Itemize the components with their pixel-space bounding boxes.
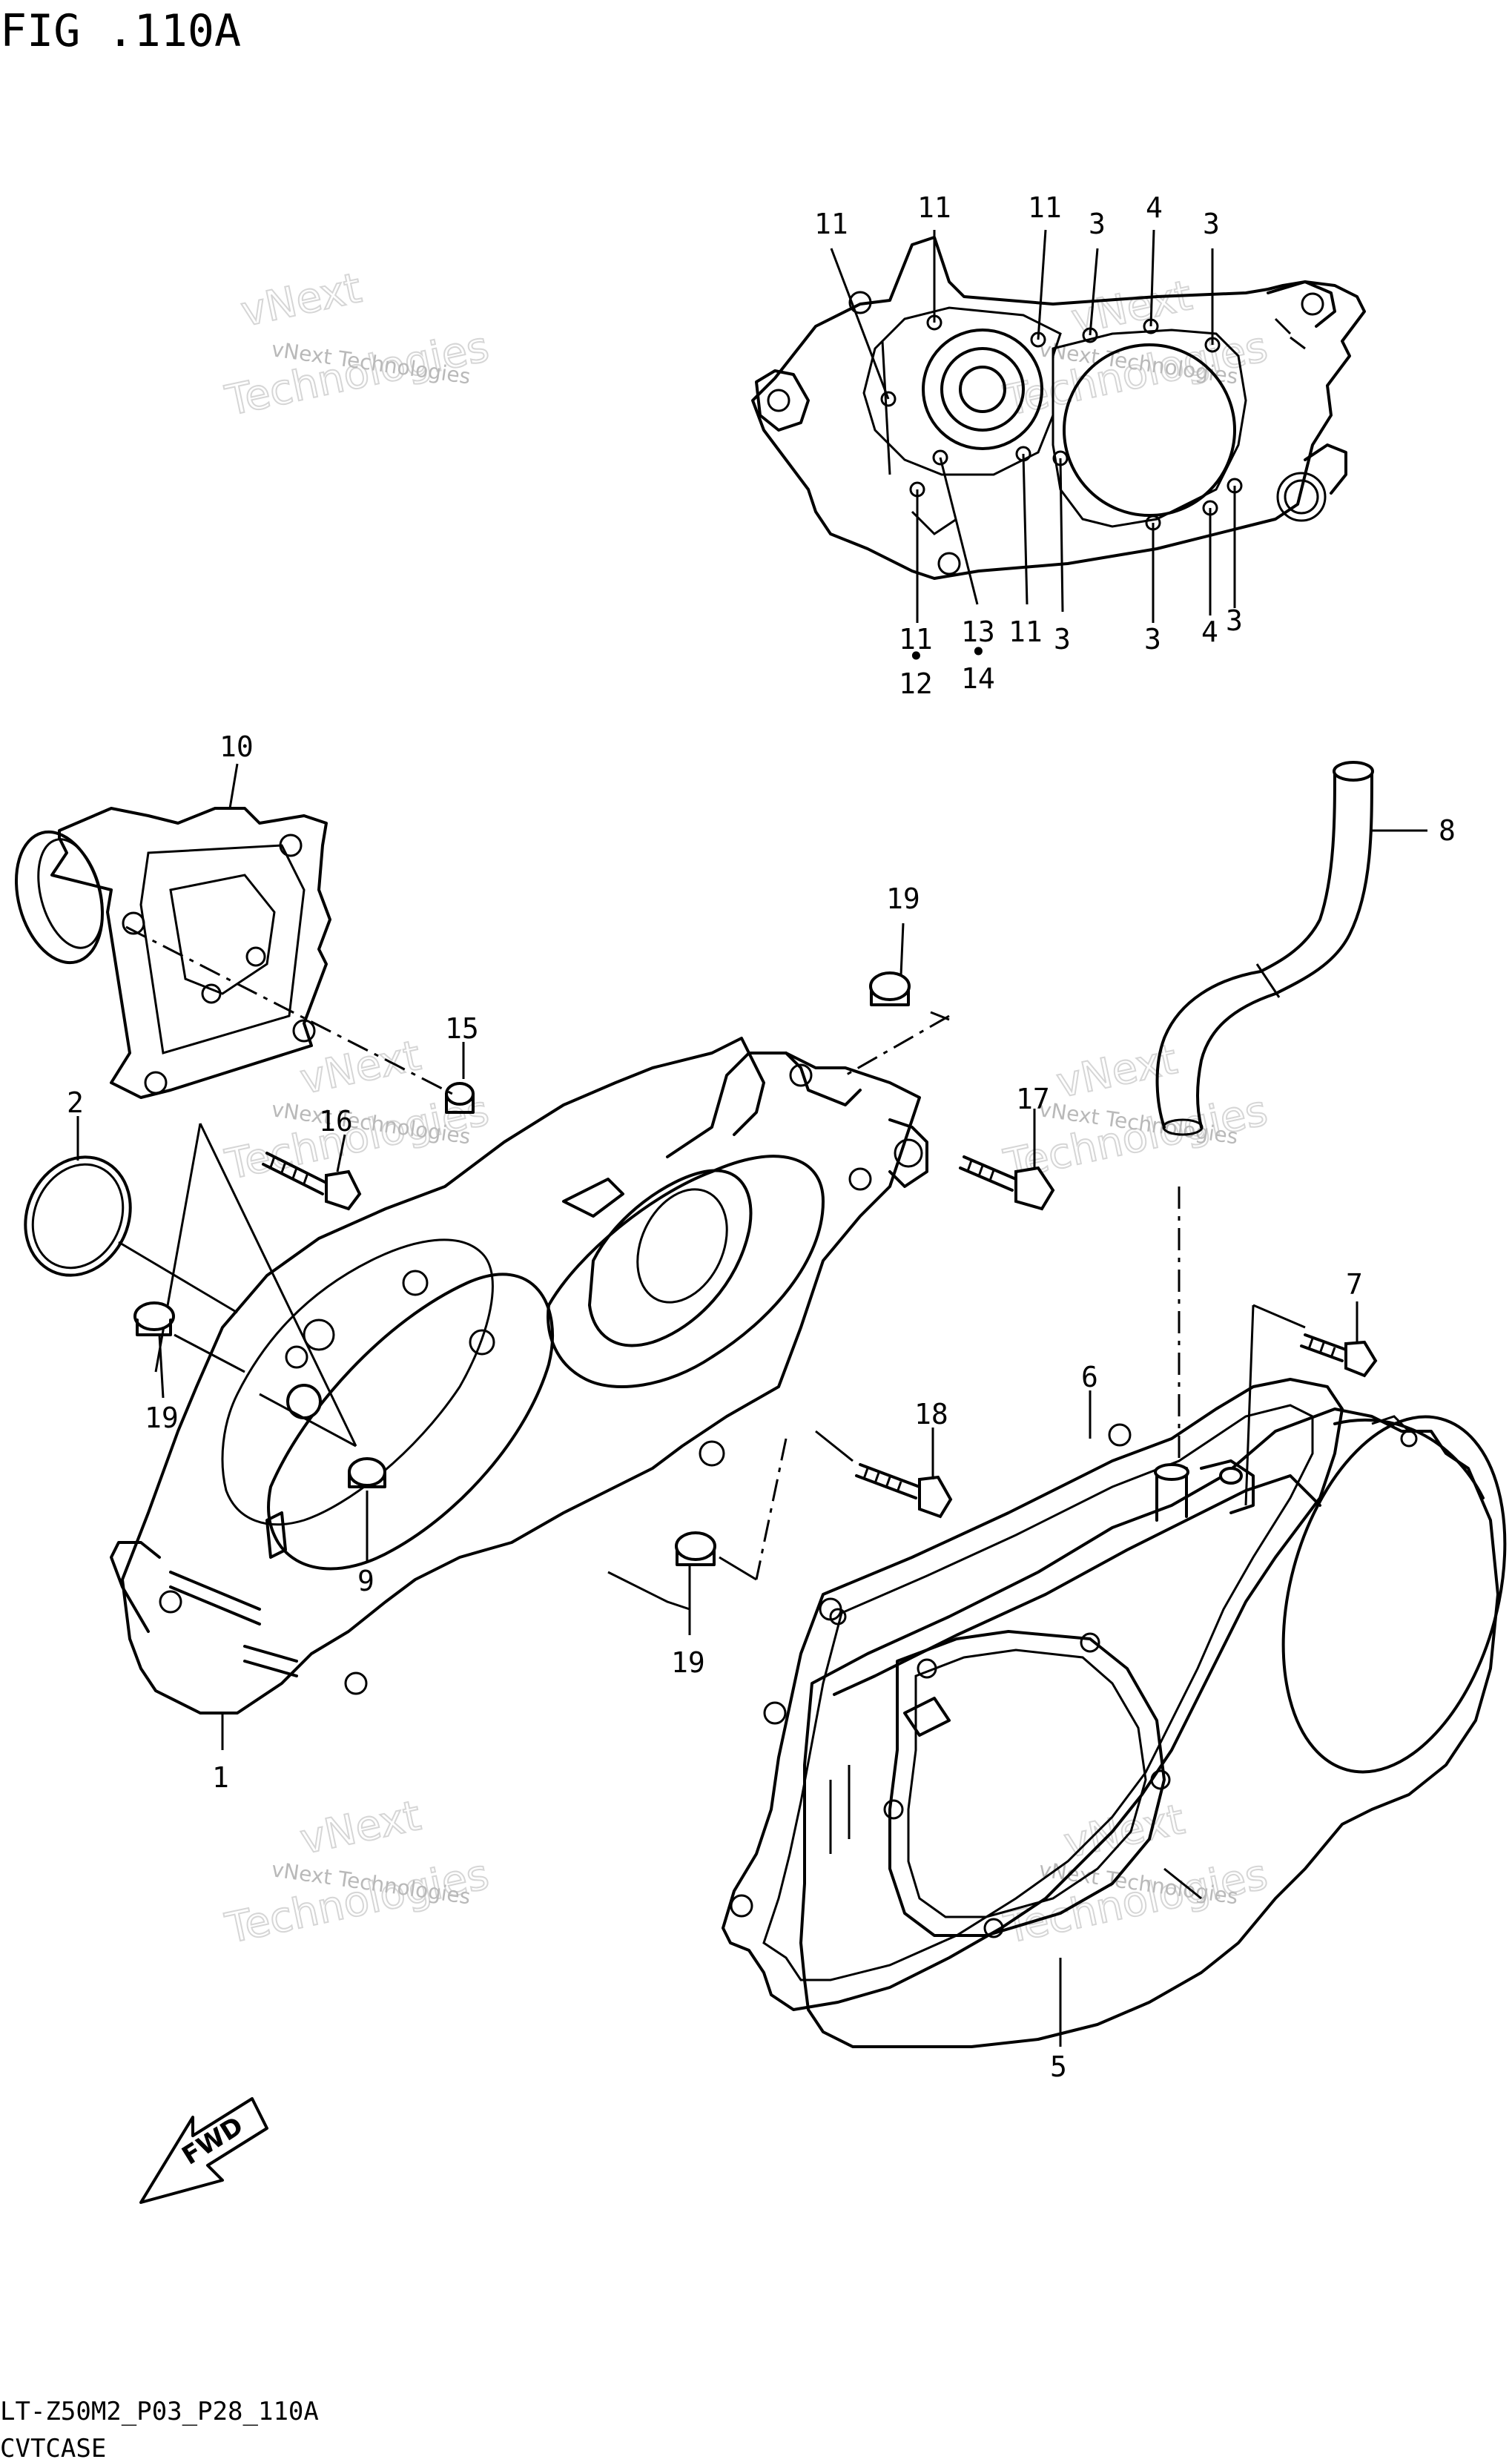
callout-16: 16 xyxy=(319,1105,353,1138)
callout-13: 13 xyxy=(961,616,995,648)
callout-12: 12 xyxy=(899,667,933,700)
part-10-housing xyxy=(14,807,331,1099)
callout-6: 6 xyxy=(1081,1361,1098,1393)
section-name: CVTCASE xyxy=(0,2434,106,2462)
part-8-hose xyxy=(1155,761,1374,1136)
washer-top-guide xyxy=(845,1014,950,1077)
part-18-bolt xyxy=(855,1463,953,1519)
callout-11-d: 11 xyxy=(899,623,933,656)
svg-text:vNext: vNext xyxy=(296,1032,425,1104)
callout-10: 10 xyxy=(219,730,254,763)
callout-19-top: 19 xyxy=(886,882,920,915)
washer-left-guide xyxy=(174,1333,245,1373)
callout-11-e: 11 xyxy=(1008,616,1043,648)
top-callouts: 11 11 11 3 4 3 11 12 13 14 11 3 3 4 3 • … xyxy=(814,191,1243,700)
part-19-washer-left xyxy=(133,1301,175,1336)
watermark-bottom-right: vNext Technologies vNext Technologies xyxy=(999,1795,1272,1954)
callout-3-b: 3 xyxy=(1203,208,1220,240)
callout-8: 8 xyxy=(1439,814,1456,847)
callout-1: 1 xyxy=(212,1761,229,1794)
leader-19-left xyxy=(158,1334,165,1399)
callout-14: 14 xyxy=(961,662,995,695)
washer-bottom-guide xyxy=(755,1438,788,1580)
part-2-o-ring xyxy=(24,1155,132,1277)
watermark-bottom-left: vNext Technologies vNext Technologies xyxy=(220,1791,493,1954)
model-code: LT-Z50M2_P03_P28_110A xyxy=(0,2397,319,2426)
svg-text:vNext: vNext xyxy=(237,264,366,337)
o-ring-guide xyxy=(118,1241,238,1314)
leader-16 xyxy=(336,1134,346,1172)
callout-4-b: 4 xyxy=(1201,616,1218,648)
part-7-bolt xyxy=(1300,1333,1378,1378)
callout-11-a: 11 xyxy=(814,208,848,240)
part-19-washer-top xyxy=(869,971,911,1006)
washer-bottom-guide-b xyxy=(719,1556,757,1581)
fwd-arrow-icon: FWD xyxy=(139,2097,268,2204)
svg-text:vNext: vNext xyxy=(296,1792,425,1864)
callout-7: 7 xyxy=(1346,1268,1363,1301)
part-17-bolt xyxy=(959,1155,1055,1211)
dot-12: • xyxy=(908,640,925,673)
figure-title: FIG .110A xyxy=(0,5,241,57)
leader-19-top xyxy=(899,923,905,976)
svg-text:vNext: vNext xyxy=(1060,1795,1189,1868)
bolt-18-guide xyxy=(815,1430,854,1462)
callout-3-e: 3 xyxy=(1226,604,1243,637)
callout-15: 15 xyxy=(445,1012,479,1045)
watermark-mid-left: vNext Technologies vNext Technologies xyxy=(220,1031,493,1190)
callout-5: 5 xyxy=(1050,2050,1067,2083)
callout-9: 9 xyxy=(357,1565,374,1597)
part-5-outer-cover xyxy=(799,1407,1507,2048)
part-19-washer-bottom xyxy=(675,1531,716,1566)
part-9-dowel-pin xyxy=(348,1457,386,1488)
top-leader-lines xyxy=(830,229,1236,623)
part-16-bolt xyxy=(262,1152,362,1211)
callout-11-c: 11 xyxy=(1028,191,1062,224)
washer-top-guide-b xyxy=(930,1011,950,1021)
dot-14: • xyxy=(970,636,987,668)
bolt-7-guide xyxy=(1244,1304,1306,1506)
callout-18: 18 xyxy=(914,1398,948,1430)
watermark-top-left: vNext Technologies vNext Technologies xyxy=(220,263,493,426)
callout-3-d: 3 xyxy=(1144,623,1161,656)
dowel-15-guide xyxy=(125,925,453,1095)
callout-2: 2 xyxy=(67,1086,84,1119)
callout-3-a: 3 xyxy=(1089,208,1106,240)
bolt-16-guide xyxy=(154,1123,357,1448)
callout-19-left: 19 xyxy=(145,1402,179,1434)
part-1-cvt-case xyxy=(110,1037,928,1715)
crankcase-inset-drawing xyxy=(751,236,1366,580)
callout-3-c: 3 xyxy=(1054,623,1071,656)
callout-17: 17 xyxy=(1016,1083,1050,1115)
callout-19-bottom: 19 xyxy=(671,1646,705,1679)
part-15-dowel-pin xyxy=(445,1082,475,1114)
leader-10 xyxy=(228,763,239,809)
callout-4-a: 4 xyxy=(1146,191,1163,224)
part-6-gasket xyxy=(722,1378,1344,2011)
callout-11-b: 11 xyxy=(917,191,951,224)
